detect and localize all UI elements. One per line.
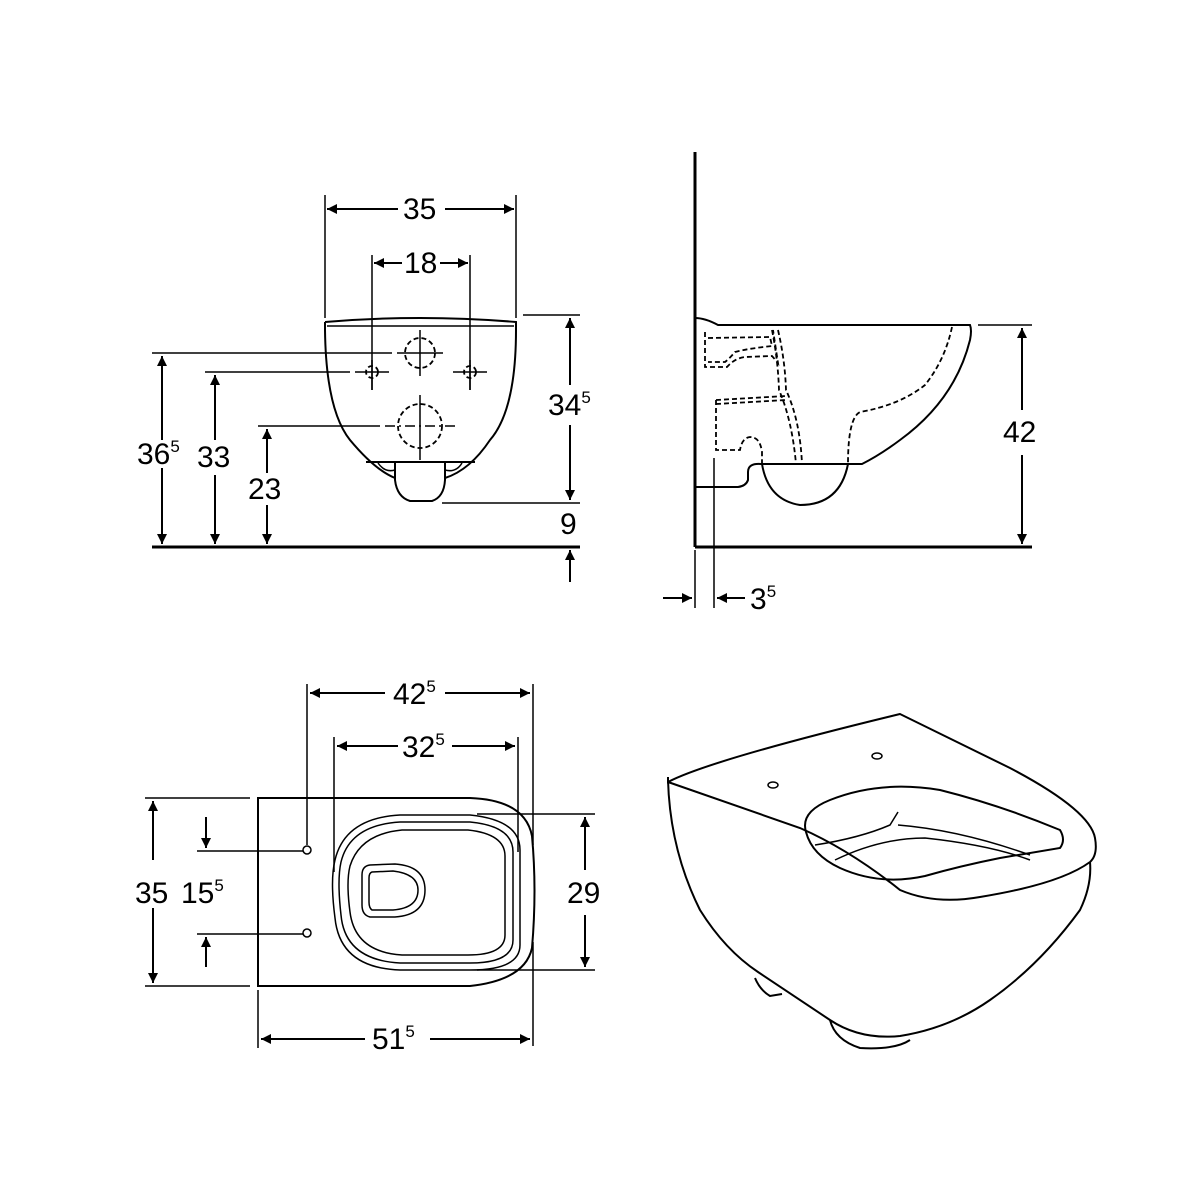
dim-top-seat-opening-length: 325	[402, 730, 445, 764]
dim-side-wall-offset: 35	[750, 582, 777, 616]
dim-front-bowl-height: 345	[548, 388, 591, 422]
dim-front-inlet-height: 365	[137, 437, 180, 471]
dim-front-outlet-height: 23	[248, 473, 282, 506]
dim-top-fixing-spacing: 155	[181, 876, 224, 910]
dim-front-fixing-height: 33	[197, 441, 231, 474]
dim-side-rim-height: 42	[1003, 416, 1037, 449]
dim-top-overall-depth: 515	[372, 1022, 415, 1056]
dim-front-outlet-clearance: 9	[560, 508, 577, 541]
front-view	[152, 195, 580, 582]
dim-top-overall-width: 35	[135, 877, 169, 910]
dim-top-seat-opening-width: 29	[567, 877, 601, 910]
side-view	[663, 152, 1032, 608]
dim-top-fixing-to-front: 425	[393, 677, 436, 711]
dim-front-fixing-spacing: 18	[404, 247, 438, 280]
dim-front-overall-width: 35	[403, 193, 437, 226]
top-view	[145, 684, 595, 1048]
perspective-view	[667, 712, 1097, 1050]
